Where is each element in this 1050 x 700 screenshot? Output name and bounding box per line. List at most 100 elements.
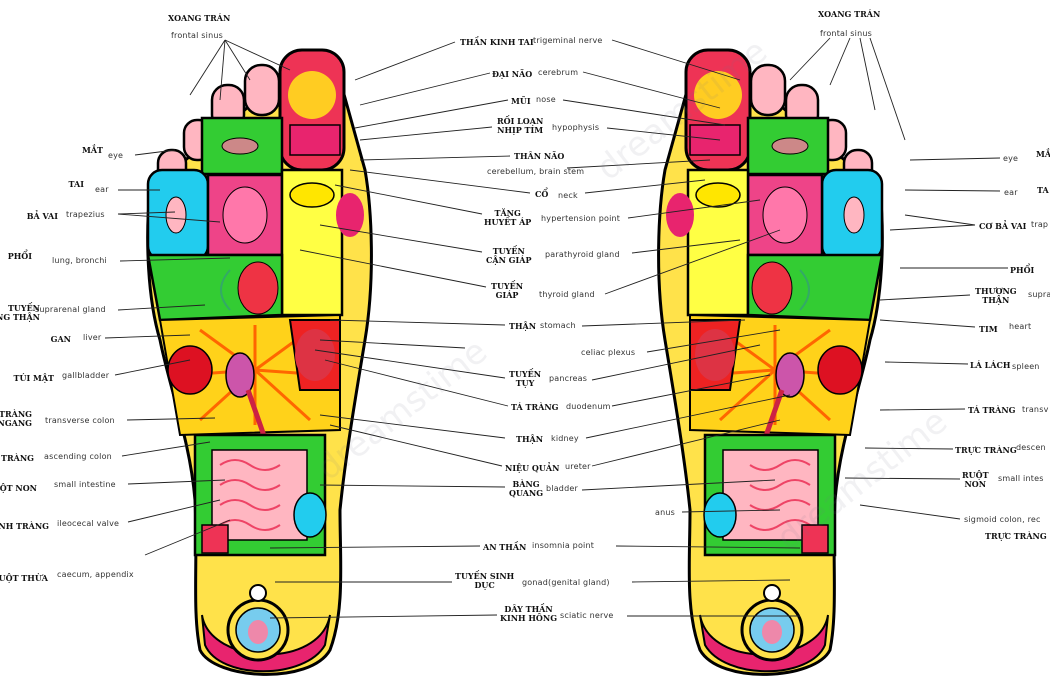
leader-line	[117, 211, 176, 215]
center-parathyroid-en: parathyroid gland	[545, 250, 620, 259]
leader-line	[117, 304, 206, 311]
center-cer-en: cerebrum	[538, 68, 579, 77]
center-sciatic-en: sciatic nerve	[560, 611, 614, 620]
leader-line	[104, 334, 191, 339]
leader-line	[585, 394, 791, 439]
leader-line	[909, 157, 1001, 161]
leader-line	[114, 359, 191, 376]
leader-line	[627, 199, 761, 219]
left-ear-en: ear	[95, 185, 109, 194]
leader-line	[121, 441, 211, 457]
center-sciatic-vn: DÂY THẦN KINH HÔNG	[500, 604, 558, 623]
leader-line	[591, 419, 781, 467]
leader-line	[904, 214, 976, 226]
left-lung-en: lung, bronchi	[52, 256, 107, 265]
leader-line	[319, 484, 506, 488]
leader-line	[299, 249, 487, 288]
leader-line	[879, 319, 976, 328]
left-tcolon-vn: ĐẠI TRÀNG NGANG	[0, 409, 32, 428]
center-stomach-vn: THẬN	[509, 321, 537, 331]
leader-line	[354, 41, 456, 81]
leader-line	[127, 499, 221, 523]
leader-line	[314, 349, 506, 379]
right-ear-vn: TA	[1037, 185, 1049, 195]
center-duod-en: duodenum	[566, 402, 611, 411]
leader-line	[349, 169, 531, 194]
right-ear-en: ear	[1004, 188, 1018, 197]
center-tn-en: trigeminal nerve	[533, 36, 603, 45]
leader-line	[269, 545, 481, 549]
right-tcolon-vn: TÁ TRÀNG	[968, 405, 1016, 415]
center-ureter-vn: NIỆU QUẢN	[505, 463, 560, 473]
leader-line	[829, 37, 851, 86]
center-brainstem-vn: THÂN NÃO	[514, 151, 565, 161]
leader-line	[224, 39, 251, 81]
leader-line	[859, 37, 876, 111]
leader-line	[117, 213, 221, 223]
leader-line	[126, 417, 216, 421]
leader-line	[219, 39, 226, 101]
left-liver-en: liver	[83, 333, 102, 342]
center-cer-vn: ĐẠI NÃO	[492, 69, 533, 79]
center-gonad-vn: TUYẾN SINH DỤC	[455, 571, 515, 590]
center-duod-vn: TÁ TRÀNG	[511, 402, 559, 412]
leader-line	[889, 224, 976, 231]
leader-line	[591, 344, 761, 381]
leader-line	[604, 229, 781, 295]
left-ear-vn: TAI	[68, 179, 84, 189]
center-pancreas-vn: TUYẾN TỤY	[509, 369, 542, 388]
left-adrenal-vn: TUYẾN THƯỢNG THẬN	[0, 303, 40, 322]
left-gall-en: gallbladder	[62, 371, 110, 380]
leader-line	[319, 339, 466, 349]
left-eye-vn: MẮT	[81, 145, 103, 155]
leader-line	[319, 414, 506, 439]
center-insomnia-vn: AN THẦN	[483, 542, 527, 552]
leader-line	[269, 614, 498, 619]
right-dcolon-vn: TRỰC TRÀNG	[955, 445, 1017, 455]
leader-line	[864, 447, 954, 450]
leader-line	[869, 37, 906, 141]
leader-line	[562, 99, 726, 126]
leader-line	[566, 159, 711, 169]
right-rect-vn: TRỰC TRÀNG	[985, 531, 1047, 541]
center-nose-vn: MŨI	[511, 96, 531, 106]
right-adrenal-en: supra	[1028, 290, 1050, 299]
leader-line	[144, 519, 231, 556]
right-eye-vn: MẮ	[1036, 149, 1050, 159]
left-tcolon-en: transverse colon	[45, 416, 115, 425]
center-thyroid-en: thyroid gland	[539, 290, 595, 299]
center-kidney-en: kidney	[551, 434, 579, 443]
leader-line	[224, 39, 291, 71]
leader-line	[631, 239, 741, 254]
leader-line	[319, 224, 483, 253]
leader-line	[127, 479, 226, 485]
leader-line	[611, 39, 741, 81]
leader-line	[646, 329, 781, 353]
center-pancreas-en: pancreas	[549, 374, 588, 383]
left-acolon-en: ascending colon	[44, 452, 112, 461]
center-celiac-en: celiac plexus	[581, 348, 636, 357]
left-valve-en: ileocecal valve	[57, 519, 120, 528]
leader-line	[859, 504, 961, 520]
center-tn-vn: THẦN KINH TAI	[460, 37, 534, 47]
right-sint-vn: RUỘT NON	[962, 470, 989, 489]
right-spleen-en: spleen	[1012, 362, 1040, 371]
leader-line	[581, 479, 776, 491]
center-hyper-vn: TĂNG HUYẾT ÁP	[484, 208, 532, 227]
right-heart-vn: TIM	[979, 324, 998, 334]
right-sint-en: small intes	[998, 474, 1044, 483]
leader-line	[189, 39, 226, 96]
left-gall-vn: TÚI MẬT	[13, 373, 54, 383]
leader-line	[359, 155, 511, 161]
leader-line	[631, 579, 791, 583]
center-parathyroid-vn: TUYẾN CẬN GIÁP	[486, 246, 532, 265]
center-thyroid-vn: TUYẾN GIÁP	[491, 281, 524, 300]
center-stomach-en: stomach	[540, 321, 576, 330]
center-neck-vn: CỔ	[535, 189, 549, 199]
right-sigmoid-en: sigmoid colon, rec	[964, 515, 1041, 524]
leader-line	[324, 359, 509, 407]
right-dcolon-en: descen	[1016, 443, 1046, 452]
leader-line	[334, 184, 483, 215]
center-brainstem-en: cerebellum, brain stem	[487, 167, 585, 176]
